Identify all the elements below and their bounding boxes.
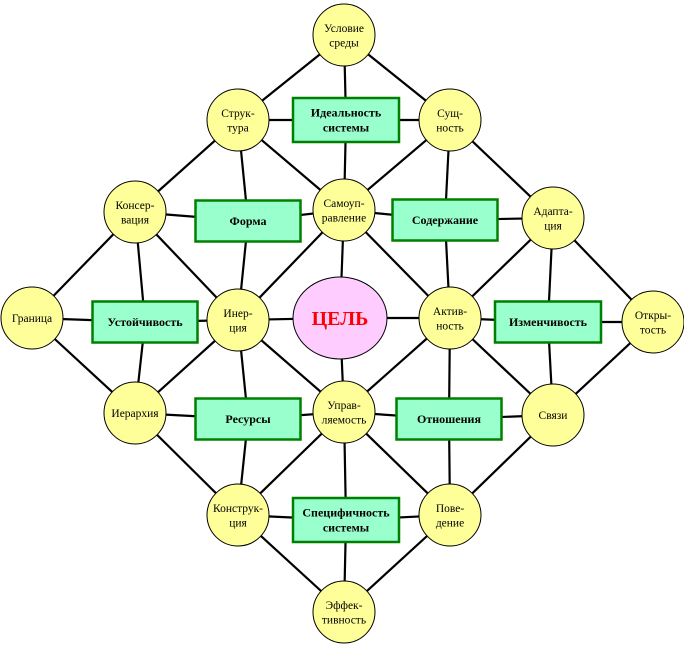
node-label: дение: [436, 517, 464, 529]
node-label: ция: [544, 220, 562, 232]
box-forma: Форма: [194, 199, 302, 243]
box-otnosh: Отношения: [395, 397, 503, 441]
node-ierarh: Иерархия: [103, 381, 167, 445]
node-label: Ресурсы: [225, 412, 271, 426]
node-label: Консер-: [116, 200, 155, 212]
node-label: ность: [436, 122, 464, 134]
node-label: Адапта-: [533, 206, 573, 218]
node-label: Изменчивость: [509, 315, 588, 329]
node-label: тура: [227, 122, 248, 134]
node-label: Идеальность: [311, 106, 382, 120]
node-label: Граница: [12, 313, 52, 325]
node-label: ция: [229, 322, 247, 334]
node-svyazi: Связи: [521, 383, 585, 447]
node-label: равление: [322, 212, 366, 224]
node-label: системы: [323, 521, 370, 535]
box-soder: Содержание: [391, 198, 499, 242]
node-inerc: Инер-ция: [206, 288, 270, 352]
goal-label: ЦЕЛЬ: [312, 308, 369, 330]
node-label: Устойчивость: [107, 315, 183, 329]
node-strukt: Струк-тура: [206, 88, 270, 152]
node-label: Отношения: [417, 412, 481, 426]
node-poved: Пове-дение: [418, 483, 482, 547]
node-label: системы: [323, 121, 370, 135]
node-label: ция: [229, 517, 247, 529]
node-label: Струк-: [221, 108, 255, 120]
node-otkr: Откры-тость: [621, 290, 684, 354]
node-usl: Условие среды: [312, 3, 376, 67]
box-resursy: Ресурсы: [194, 397, 302, 441]
node-gran: Граница: [0, 286, 64, 350]
node-label: Эффек-: [326, 600, 363, 612]
node-label: тость: [640, 324, 666, 336]
node-label: вация: [121, 214, 150, 226]
node-label: Сущ-: [437, 108, 463, 120]
node-label: Конструк-: [213, 503, 263, 515]
node-label: тивность: [322, 614, 366, 626]
node-label: Условие: [324, 23, 364, 35]
node-label: Управ-: [327, 400, 361, 412]
node-label: Инер-: [223, 308, 252, 320]
goal-node: ЦЕЛЬ: [292, 276, 388, 360]
node-label: Откры-: [635, 310, 671, 322]
node-upr: Управ-ляемость: [312, 380, 376, 444]
node-label: Пове-: [436, 503, 465, 515]
node-label: ность: [436, 320, 464, 332]
node-label: Связи: [539, 410, 568, 422]
node-kons: Консер-вация: [103, 180, 167, 244]
node-label: ляемость: [322, 414, 367, 426]
node-adapt: Адапта-ция: [521, 186, 585, 250]
box-izmen: Изменчивость: [493, 300, 603, 344]
node-aktiv: Актив-ность: [418, 286, 482, 350]
node-label: Форма: [230, 214, 267, 228]
node-label: Самоуп-: [323, 198, 364, 210]
node-konstr: Конструк-ция: [206, 483, 270, 547]
node-label: Актив-: [433, 306, 467, 318]
node-samo: Самоуп-равление: [312, 178, 376, 242]
node-label: среды: [329, 37, 359, 49]
node-effekt: Эффек-тивность: [312, 580, 376, 644]
node-label: Содержание: [412, 213, 479, 227]
node-sush: Сущ-ность: [418, 88, 482, 152]
node-label: Иерархия: [111, 408, 159, 420]
box-ustoich: Устойчивость: [91, 300, 199, 344]
node-label: Специфичность: [302, 506, 390, 520]
